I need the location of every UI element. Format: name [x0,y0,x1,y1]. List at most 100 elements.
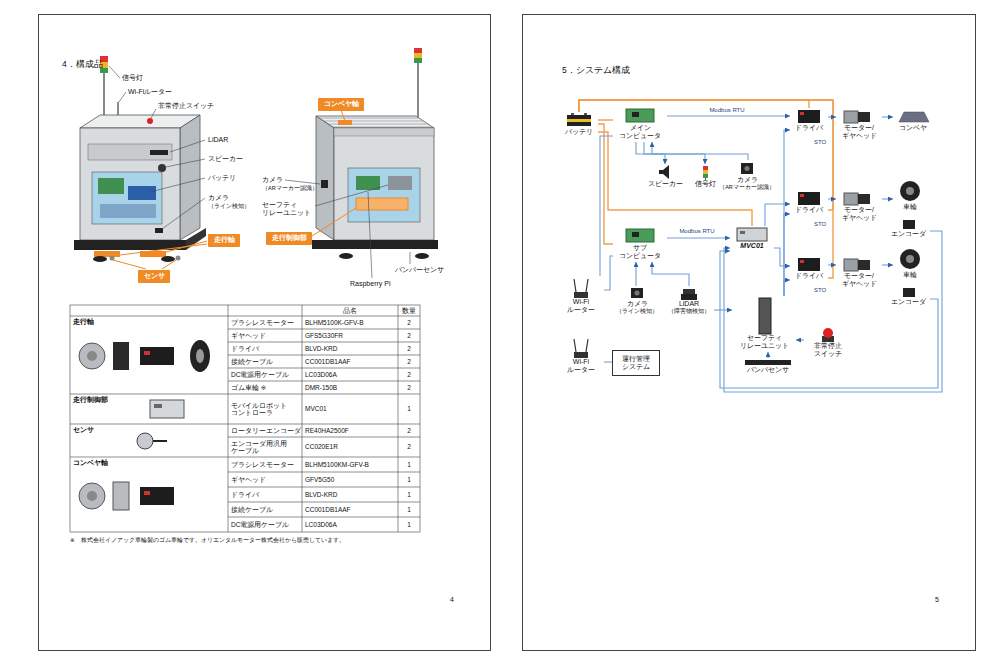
node-label: Wi-Fi ルーター [558,358,604,374]
parts-table-grid [228,342,420,343]
part-number-cell: CC001DB1AAF [305,502,397,517]
node-label: 車輪 [903,271,917,279]
node-label: センサ [144,272,165,280]
part-name-cell: ロータリーエンコーダ [231,424,301,437]
callout-label: 信号灯 [122,74,143,82]
component-icon [858,112,870,122]
robot-right-illustration [414,53,422,58]
node-label: モーター/ ギヤヘッド [836,206,882,222]
robot-left-illustration [103,72,105,118]
callout-label: （ARマーカー認識） [262,185,318,191]
signal-line [828,116,836,117]
component-icon: モーター/ ギヤヘッド [836,108,882,144]
component-icon [798,110,820,123]
quantity-cell: 2 [398,355,420,368]
group-leader-line [162,260,176,269]
robot-right-illustration [356,176,380,190]
robot-left-illustration [88,144,172,160]
part-photo [113,482,129,510]
component-icon [903,220,915,229]
group-name: 走行制御部 [73,396,108,404]
part-number-cell: LC03D06A [305,517,397,532]
robot-left-illustration [100,204,156,218]
robot-left-illustration [161,256,175,262]
node-label: カメラ [627,300,648,308]
part-number-cell: CC020E1R [305,437,397,457]
part-photo [140,347,174,365]
signal-line [604,256,613,290]
robot-left-illustration [147,118,153,124]
node-label: バンパセンサ [747,366,789,374]
parts-table-grid [70,316,420,317]
component-icon [823,328,833,338]
part-number-cell: BLHM5100KM-GFV-B [305,457,397,472]
quantity-cell: 2 [398,342,420,355]
quantity-cell: 2 [398,316,420,329]
robot-left-illustration [128,186,156,200]
component-icon: ドライバ [790,256,828,284]
robot-left-illustration [155,228,163,233]
component-icon [567,115,591,126]
leader-line [410,252,411,264]
callout-label: カメラ [262,176,283,184]
parts-table-grid [70,457,420,458]
part-photo [79,343,105,369]
part-photo [144,351,150,355]
component-icon [798,258,820,271]
quantity-cell: 1 [398,487,420,502]
component-icon [858,260,870,270]
page-sheet [523,15,976,651]
callout-label: セーフティ リレーユニット [262,201,314,217]
part-photo [79,340,210,510]
robot-right-illustration [316,116,334,240]
power-line [598,132,752,226]
component-icon: スピーカー [645,164,685,192]
robot-right-illustration [334,128,434,240]
component-icon: Wi-Fi ルーター [558,276,604,316]
part-number-cell: BLVD-KRD [305,487,397,502]
page-number: 4 [450,596,454,604]
signal-line [714,309,732,310]
parts-table-grid [228,487,420,488]
leader-line [315,185,388,206]
component-icon [906,255,914,263]
signal-line [644,142,705,164]
parts-table-grid [228,305,229,532]
part-number-cell: RE40HA2500F [305,424,397,437]
component-icon: メイン コンピュータ [613,106,667,142]
part-photo [144,491,150,495]
node-label: Wi-Fi ルーター [558,298,604,314]
component-icon [703,166,708,170]
system-box: 運行管理 システム [612,350,660,376]
connector-label: Modbus RTU [678,228,715,235]
component-icon [858,194,870,204]
quantity-cell: 1 [398,517,420,532]
component-icon [745,360,791,365]
quantity-cell: 2 [398,368,420,381]
component-icon [745,166,750,171]
callout-label: （ライン検知） [208,203,250,209]
power-line [579,100,833,210]
robot-right-illustration [312,240,438,249]
component-icon: Wi-Fi ルーター [558,336,604,376]
component-icon [632,112,639,117]
component-icon [567,119,591,122]
group-name: コンベヤ軸 [73,459,108,467]
component-icon: LiDAR（障害物検知） [664,286,714,320]
robot-right-illustration [319,118,419,119]
component-icon: エンコーダ [886,286,930,310]
node-label: メイン コンピュータ [613,124,667,140]
component-icon: ドライバ [790,190,828,218]
callout-label: LiDAR [208,136,228,144]
group-name: 走行軸 [73,318,94,326]
node-label: 運行管理 システム [615,355,657,371]
component-icon [681,294,697,300]
part-name-cell: ドライバ [231,342,301,355]
component-icon [659,165,669,179]
parts-table-grid [228,502,420,503]
parts-table-grid [398,305,399,532]
robot-right-illustration [388,176,412,190]
node-label: 信号灯 [695,180,716,188]
